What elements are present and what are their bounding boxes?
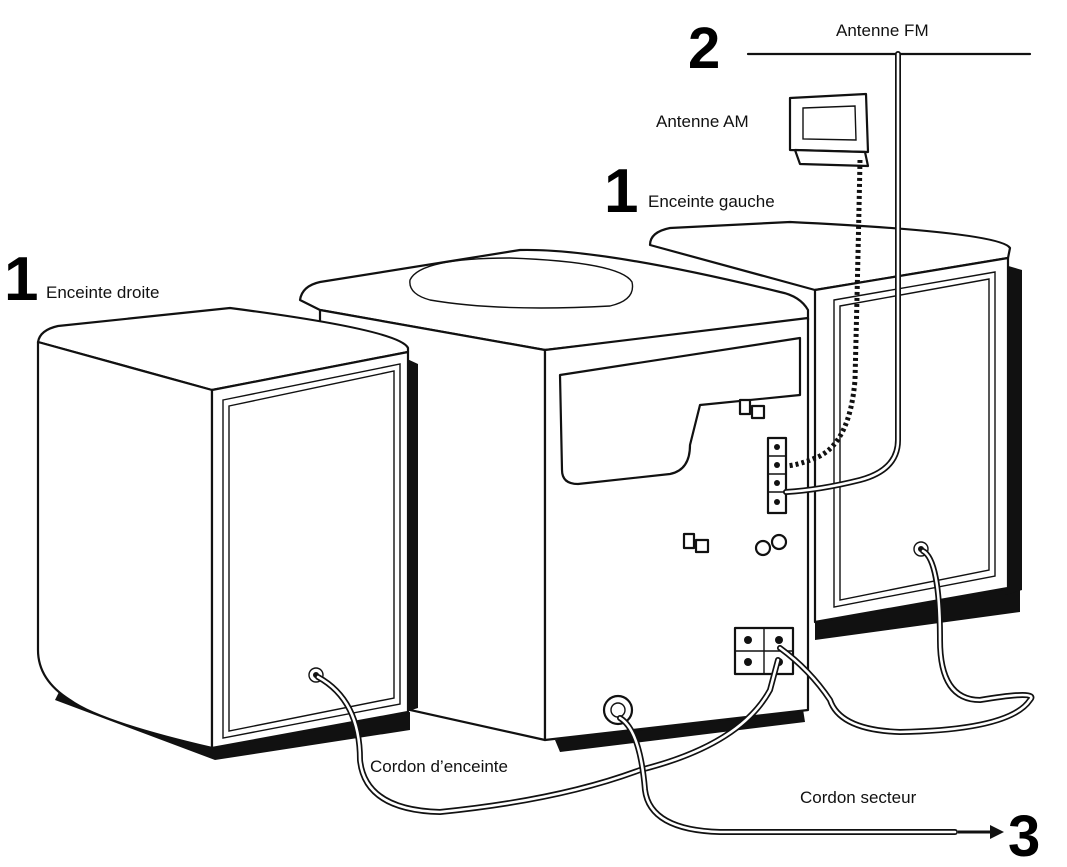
- left-speaker-label: Enceinte gauche: [648, 192, 775, 211]
- step-number-right-speaker: 1: [4, 245, 38, 314]
- arrow-icon: [958, 825, 1004, 839]
- left-speaker: [648, 220, 1022, 640]
- step-number-power: 3: [1008, 804, 1040, 867]
- right-speaker-label: Enceinte droite: [46, 283, 159, 302]
- power-cord-grommet: [602, 694, 634, 726]
- round-sockets: [754, 533, 788, 557]
- small-jack-top: [738, 398, 766, 420]
- step-number-left-speaker: 1: [604, 157, 638, 226]
- power-cord-label: Cordon secteur: [800, 788, 917, 807]
- am-antenna-label: Antenne AM: [656, 112, 749, 131]
- power-cord: [617, 715, 958, 835]
- step-number-fm: 2: [688, 16, 720, 81]
- speaker-cord-left: [777, 548, 1035, 735]
- small-jack-middle: [682, 532, 710, 554]
- fm-antenna-label: Antenne FM: [836, 21, 929, 40]
- fm-antenna: [746, 51, 1032, 495]
- antenna-terminals: [766, 436, 788, 515]
- speaker-cord-right: [315, 657, 781, 815]
- right-speaker: [36, 306, 418, 760]
- am-antenna: [785, 92, 870, 469]
- speaker-terminals: [733, 626, 795, 676]
- speaker-cord-label: Cordon d’enceinte: [370, 757, 508, 776]
